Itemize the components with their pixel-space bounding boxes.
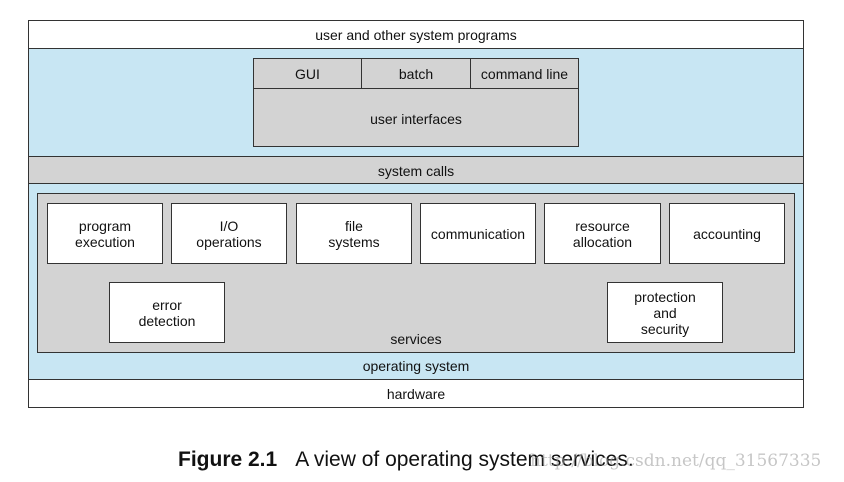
batch-cell: batch	[361, 58, 471, 89]
user-programs-layer: user and other system programs	[28, 20, 804, 49]
communication-box: communication	[420, 203, 536, 264]
operating-system-label: operating system	[362, 358, 470, 374]
system-calls-label: system calls	[377, 163, 455, 179]
resource-allocation-box: resource allocation	[544, 203, 661, 264]
user-interfaces-label: user interfaces	[370, 111, 462, 127]
file-systems-box: file systems	[296, 203, 412, 264]
figure-number: Figure 2.1	[178, 448, 278, 471]
watermark-text: http://blog.csdn.net/qq_31567335	[530, 451, 822, 471]
figure-caption: Figure 2.1 A view of operating system ser…	[178, 448, 634, 472]
figure-caption-text: A view of operating system services.	[295, 448, 634, 471]
hardware-label: hardware	[386, 386, 446, 402]
accounting-box: accounting	[669, 203, 785, 264]
system-calls-layer: system calls	[28, 156, 804, 184]
operating-system-label-area: operating system	[28, 353, 804, 379]
protection-security-box: protection and security	[607, 282, 723, 343]
hardware-layer: hardware	[28, 379, 804, 408]
user-programs-label: user and other system programs	[315, 27, 517, 43]
program-execution-box: program execution	[47, 203, 163, 264]
services-label: services	[390, 331, 442, 347]
command-line-cell: command line	[470, 58, 579, 89]
error-detection-box: error detection	[109, 282, 225, 343]
gui-cell: GUI	[253, 58, 362, 89]
io-operations-box: I/O operations	[171, 203, 287, 264]
